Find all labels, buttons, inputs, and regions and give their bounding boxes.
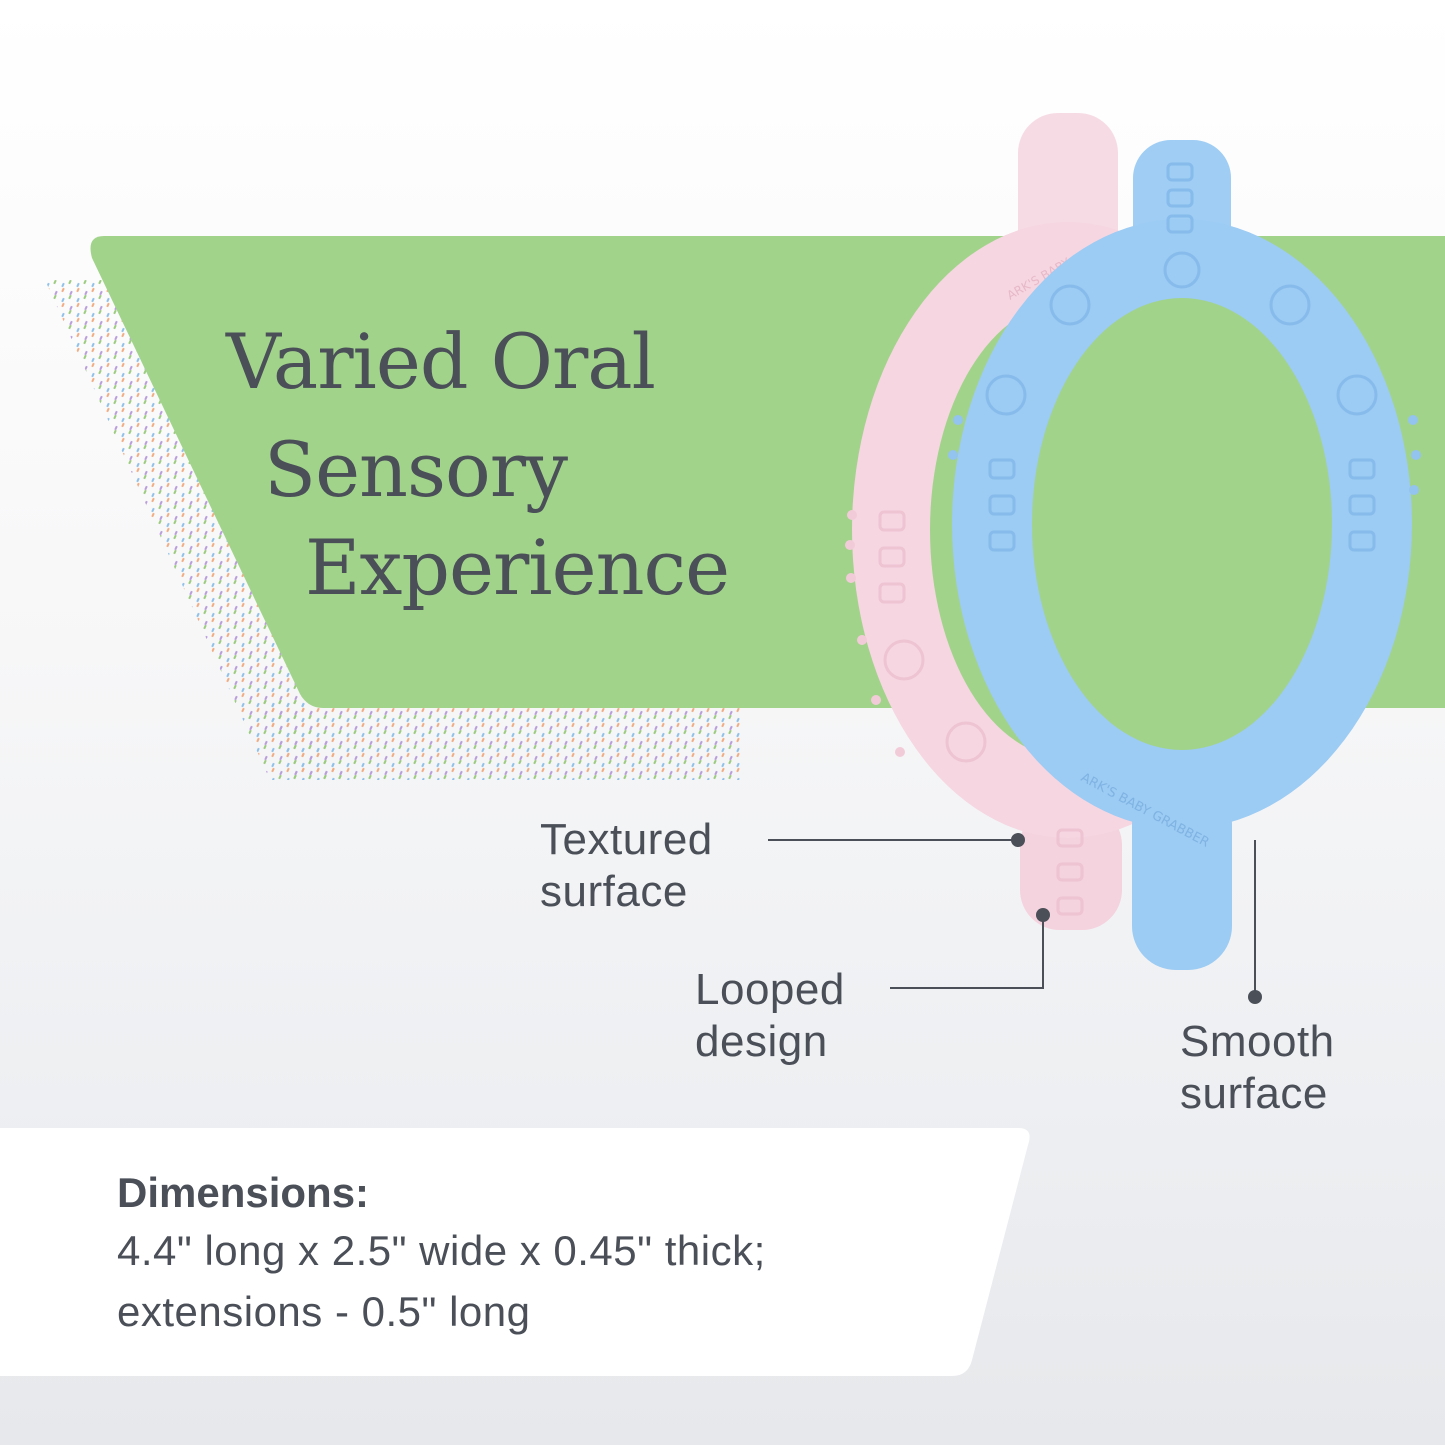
textured-dot-marker xyxy=(1011,833,1025,847)
callout-looped-design: Looped design xyxy=(695,964,845,1068)
confetti-dot-pattern xyxy=(45,280,740,780)
callout-leader-lines xyxy=(768,839,1256,997)
dimensions-heading: Dimensions: xyxy=(117,1169,370,1216)
dimensions-line-2: extensions - 0.5" long xyxy=(117,1288,531,1335)
callout-textured-surface: Textured surface xyxy=(540,814,713,918)
smooth-dot-marker xyxy=(1248,990,1262,1004)
callout-looped-line1: Looped xyxy=(695,965,845,1014)
callout-smooth-surface: Smooth surface xyxy=(1180,1016,1335,1120)
looped-dot-marker xyxy=(1036,908,1050,922)
headline-line-3: Experience xyxy=(305,523,730,612)
looped-leader-line xyxy=(890,915,1044,989)
headline-line-1: Varied Oral xyxy=(226,317,656,406)
callout-textured-line1: Textured xyxy=(540,815,713,864)
callout-textured-line2: surface xyxy=(540,867,688,916)
callout-dots xyxy=(1011,833,1262,1004)
callout-smooth-line1: Smooth xyxy=(1180,1017,1335,1066)
blue-teether: ARK'S BABY GRABBER xyxy=(948,140,1421,970)
callout-looped-line2: design xyxy=(695,1017,828,1066)
callout-smooth-line2: surface xyxy=(1180,1069,1328,1118)
dimensions-line-1: 4.4" long x 2.5" wide x 0.45" thick; xyxy=(117,1227,766,1274)
headline-line-2: Sensory xyxy=(264,425,568,514)
